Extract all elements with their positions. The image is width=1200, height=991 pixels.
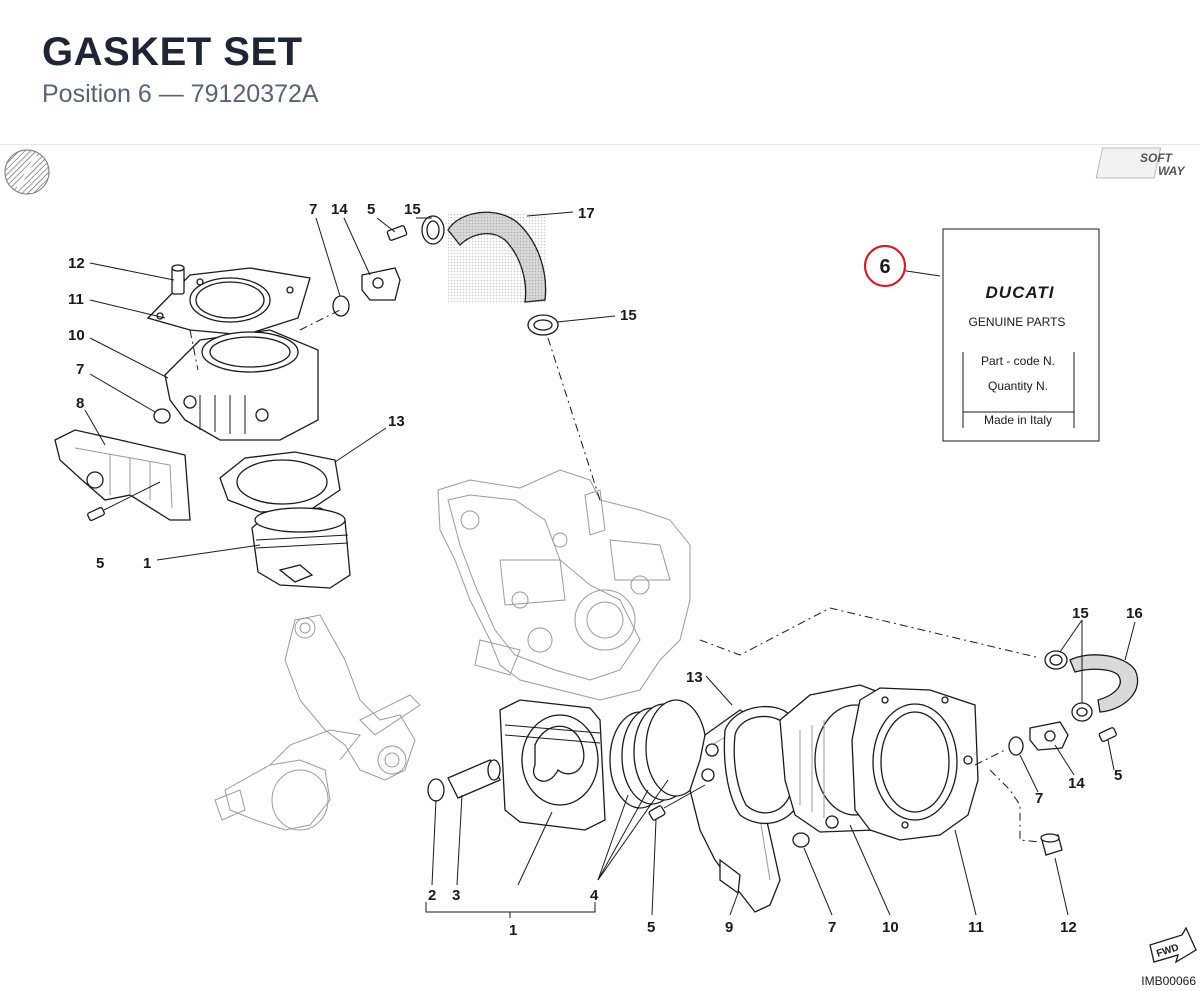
coolant-hose-right bbox=[1069, 654, 1139, 713]
callout-5: 5 bbox=[367, 201, 375, 218]
softway-logo-soft: SOFT bbox=[1140, 151, 1174, 165]
position-6-highlight[interactable]: 6 bbox=[863, 244, 907, 288]
piston-rings bbox=[609, 699, 707, 809]
package-part-code: Part - code N. bbox=[981, 354, 1055, 368]
cylinder-top bbox=[164, 329, 319, 441]
callout-1-bottom: 1 bbox=[509, 922, 517, 939]
assembly-line-dowel-right bbox=[989, 769, 1041, 843]
callout-9: 9 bbox=[725, 919, 733, 936]
hose-clamp-right-lower bbox=[1071, 702, 1093, 722]
o-ring-top bbox=[332, 295, 350, 317]
callout-17: 17 bbox=[578, 205, 595, 222]
callout-7-right: 7 bbox=[1035, 790, 1043, 807]
assembly-line-dowel bbox=[189, 329, 199, 371]
callout-7: 7 bbox=[309, 201, 317, 218]
package-made-in: Made in Italy bbox=[984, 413, 1052, 427]
o-ring-left bbox=[153, 408, 171, 424]
cylinder-base-gasket-top bbox=[146, 267, 311, 336]
package-quantity: Quantity N. bbox=[988, 379, 1048, 393]
dowel-pin-bottom bbox=[1040, 833, 1063, 856]
page-title: GASKET SET bbox=[42, 30, 303, 74]
callout-10: 10 bbox=[68, 327, 85, 344]
callout-2: 2 bbox=[428, 887, 436, 904]
assembly-line-hose bbox=[547, 337, 601, 501]
callout-10-bottom: 10 bbox=[882, 919, 899, 936]
cylinder-base-gasket bbox=[219, 451, 341, 513]
o-ring-bottom bbox=[792, 832, 810, 848]
piston-pin bbox=[447, 759, 501, 799]
banjo-fitting-top bbox=[361, 267, 401, 301]
callout-15-right: 15 bbox=[1072, 605, 1089, 622]
gasket-set-package: DUCATI GENUINE PARTS Part - code N. Quan… bbox=[942, 228, 1100, 442]
callout-8: 8 bbox=[76, 395, 84, 412]
callout-11-bottom: 11 bbox=[968, 919, 984, 936]
piston-left bbox=[251, 507, 351, 589]
screw-bottom bbox=[648, 784, 706, 821]
hose-clamp-right bbox=[1044, 650, 1068, 670]
assembly-line-top-left bbox=[299, 309, 341, 331]
circlip bbox=[427, 778, 445, 802]
callout-13-mid: 13 bbox=[686, 669, 703, 686]
image-reference-code: IMB00066 bbox=[1141, 974, 1196, 988]
banjo-fitting-right bbox=[1029, 721, 1069, 751]
callout-14-right: 14 bbox=[1068, 775, 1085, 792]
callout-7-left: 7 bbox=[76, 361, 84, 378]
screw-right bbox=[1098, 727, 1117, 742]
forward-arrow-icon: FWD bbox=[1149, 926, 1197, 964]
callout-1-left: 1 bbox=[143, 555, 151, 572]
callout-5-right: 5 bbox=[1114, 767, 1122, 784]
callout-11: 11 bbox=[68, 291, 84, 308]
header-divider bbox=[0, 144, 1200, 145]
page-header: GASKET SET Position 6 — 79120372A bbox=[42, 28, 319, 110]
screw-top bbox=[386, 225, 408, 241]
group-bracket bbox=[425, 902, 596, 918]
position-6-marker[interactable] bbox=[863, 244, 907, 288]
package-brand: DUCATI bbox=[986, 283, 1055, 302]
callout-13: 13 bbox=[388, 413, 405, 430]
package-genuine-parts: GENUINE PARTS bbox=[969, 315, 1066, 329]
callout-3: 3 bbox=[452, 887, 460, 904]
softway-logo-way: WAY bbox=[1158, 164, 1185, 178]
hose-clamp-mid bbox=[527, 314, 559, 336]
position-6-number: 6 bbox=[879, 256, 890, 278]
assembly-line-oring-right bbox=[974, 749, 1006, 766]
leader-lines bbox=[84, 211, 1136, 916]
assembly-line-right bbox=[699, 607, 1041, 659]
callout-5-left: 5 bbox=[96, 555, 104, 572]
callout-12: 12 bbox=[68, 255, 85, 272]
callout-15-mid: 15 bbox=[620, 307, 637, 324]
callout-4: 4 bbox=[590, 887, 599, 904]
callout-12-bottom: 12 bbox=[1060, 919, 1077, 936]
piston-right bbox=[499, 699, 606, 831]
callout-5-bottom: 5 bbox=[647, 919, 655, 936]
callout-labels: 7 14 5 15 17 12 11 10 7 8 13 15 5 1 15 1… bbox=[68, 201, 1143, 939]
crankcase-outline bbox=[437, 469, 691, 701]
callout-7-bottom: 7 bbox=[828, 919, 836, 936]
softway-logo: SOFT WAY bbox=[1095, 147, 1185, 179]
coolant-hose-top bbox=[447, 211, 547, 304]
dowel-pin-top bbox=[171, 264, 185, 295]
corner-emblem-icon bbox=[4, 149, 50, 195]
crankshaft-outline bbox=[214, 614, 421, 831]
callout-15: 15 bbox=[404, 201, 421, 218]
page-subtitle: Position 6 — 79120372A bbox=[42, 80, 319, 108]
cylinder-head-gasket-right bbox=[851, 687, 979, 841]
o-ring-right bbox=[1008, 736, 1024, 756]
screw-left bbox=[87, 481, 161, 521]
side-cover-left bbox=[54, 429, 191, 521]
hose-clamp-top bbox=[421, 215, 445, 245]
callout-14: 14 bbox=[331, 201, 348, 218]
callout-16: 16 bbox=[1126, 605, 1143, 622]
